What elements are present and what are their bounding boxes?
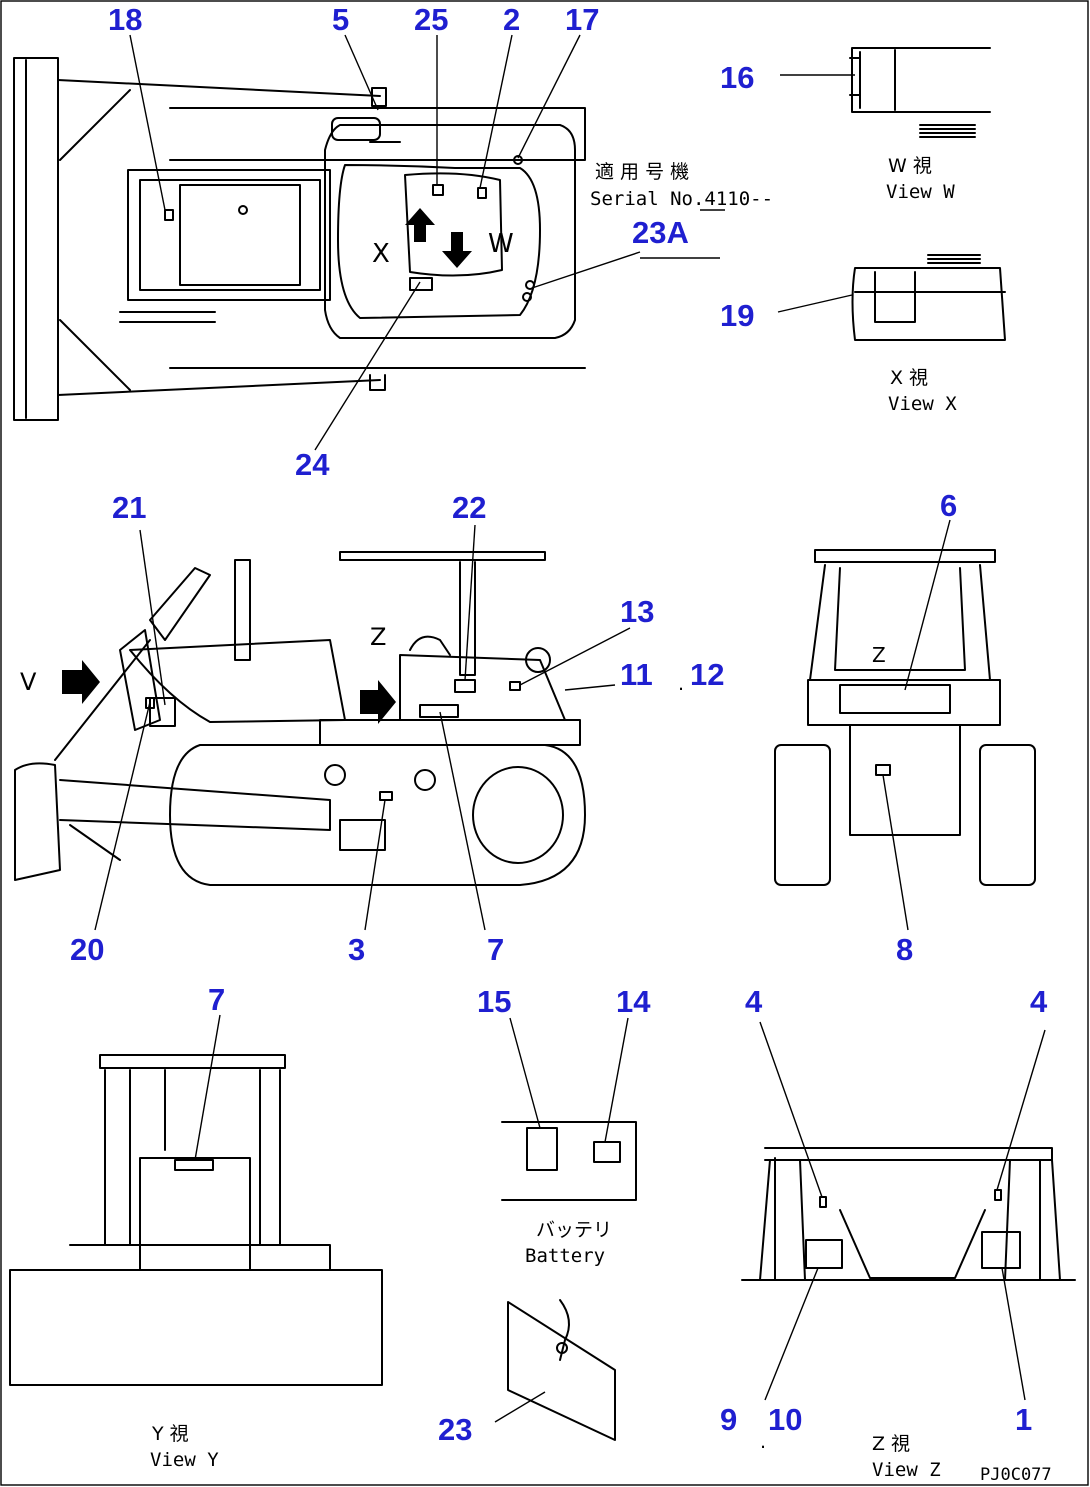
plate-23-drawing	[494, 1299, 616, 1441]
battery-caption-jp: バッテリ	[536, 1219, 612, 1241]
callout-5: 5	[332, 2, 349, 37]
callout-9: 9	[720, 1402, 737, 1437]
callout-20: 20	[70, 932, 104, 967]
callout-2: 2	[503, 2, 520, 37]
callout-numbers: 18 5 25 2 17 16 23A 19 24 21 22 6 13 11 …	[70, 2, 1048, 1447]
view-y-drawing	[9, 1014, 383, 1386]
callout-4-left: 4	[745, 984, 763, 1019]
view-w-drawing	[780, 47, 991, 138]
serial-label-jp: 適 用 号 機	[595, 161, 689, 183]
callout-7-side: 7	[487, 932, 504, 967]
side-view-leaders	[94, 524, 631, 931]
top-view-w-mark: W	[488, 229, 514, 259]
callout-3: 3	[348, 932, 365, 967]
callout-11: 11	[620, 657, 653, 692]
callout-23: 23	[438, 1412, 472, 1447]
view-w-caption-jp: W 視	[888, 155, 932, 177]
callout-6: 6	[940, 488, 957, 523]
callout-7-view-y: 7	[208, 982, 225, 1017]
top-view-x-mark: X	[372, 239, 390, 269]
view-x-drawing	[777, 254, 1006, 341]
top-view-leaders	[129, 34, 641, 451]
callout-17: 17	[565, 2, 599, 37]
callout-22: 22	[452, 490, 486, 525]
rear-view-z-mark: Z	[872, 643, 886, 667]
callout-8: 8	[896, 932, 913, 967]
rear-view-leaders	[882, 519, 951, 931]
side-view-drawing	[14, 551, 586, 886]
view-x-caption-en: View X	[888, 393, 957, 415]
callout-25: 25	[414, 2, 448, 37]
battery-drawing	[501, 1017, 637, 1201]
callout-24: 24	[295, 447, 330, 482]
callout-4-right: 4	[1030, 984, 1048, 1019]
view-z-dot: .	[760, 1431, 766, 1453]
serial-label-en: Serial No.4110--	[590, 188, 773, 210]
callout-18: 18	[108, 2, 142, 37]
callout-12: 12	[690, 657, 724, 692]
callout-1: 1	[1015, 1402, 1032, 1437]
view-z-caption-jp: Z 視	[872, 1433, 910, 1455]
callout-15: 15	[477, 984, 511, 1019]
drawing-code: PJ0C077	[980, 1465, 1052, 1485]
side-view-z-mark: Z	[370, 623, 386, 651]
battery-caption-en: Battery	[525, 1245, 605, 1267]
side-view-dot: .	[678, 673, 684, 695]
callout-13: 13	[620, 594, 654, 629]
view-y-caption-jp: Y 視	[151, 1423, 189, 1445]
callout-21: 21	[112, 490, 146, 525]
view-x-caption-jp: X 視	[890, 367, 928, 389]
side-view-v-mark: V	[20, 668, 37, 696]
callout-23a: 23A	[632, 215, 689, 250]
view-y-caption-en: View Y	[150, 1449, 219, 1471]
view-z-caption-en: View Z	[872, 1459, 941, 1481]
rear-view-drawing	[774, 549, 1036, 886]
callout-19: 19	[720, 298, 754, 333]
callout-16: 16	[720, 60, 754, 95]
view-w-caption-en: View W	[886, 181, 955, 203]
view-z-drawing	[741, 1021, 1076, 1401]
top-view-drawing	[13, 57, 725, 421]
callout-14: 14	[616, 984, 651, 1019]
callout-10: 10	[768, 1402, 802, 1437]
